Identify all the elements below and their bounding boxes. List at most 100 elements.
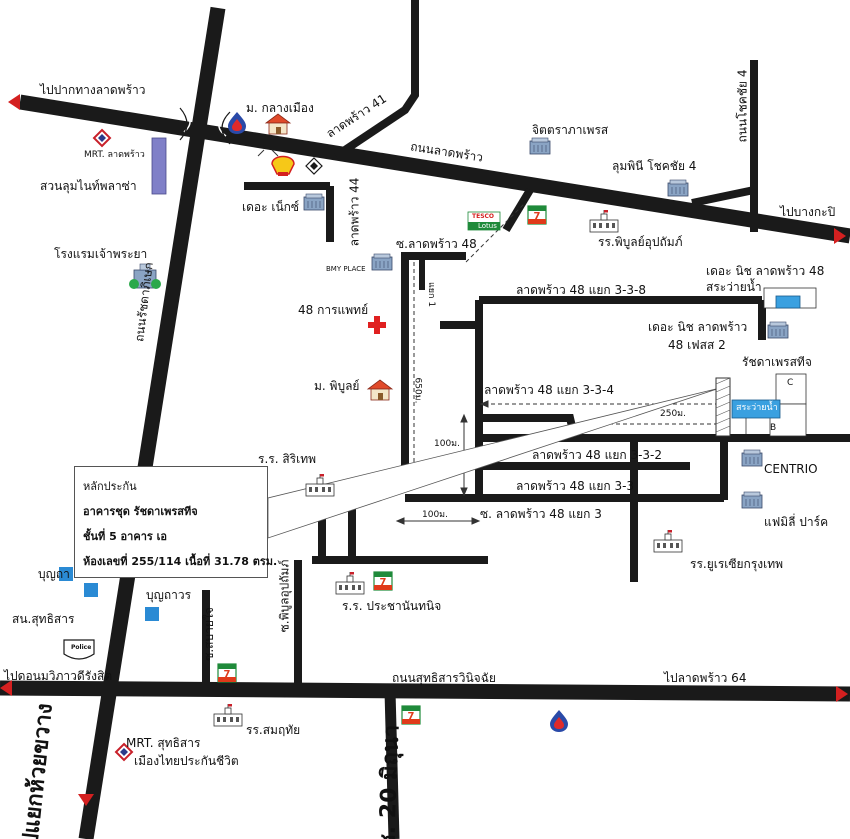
eurasia-label: รร.ยูเรเซียกรุงเทพ (690, 557, 784, 571)
building-icon (767, 321, 789, 339)
school-icon (305, 473, 335, 497)
phase2-label: 48 เฟสส 2 (668, 338, 726, 352)
callout-line-4: ห้องเลขที่ 255/114 เนื้อที่ 31.78 ตรม. (83, 555, 278, 568)
police-label: สน.สุทธิสาร (12, 612, 75, 626)
house-icon (367, 379, 393, 401)
callout-line-1: หลักประกัน (83, 480, 137, 493)
the-nex-label: เดอะ เน็กซ์ (242, 200, 300, 214)
distance-650: 650ม. (412, 377, 423, 404)
exit-arrow-top-right (834, 228, 846, 244)
tesco-lotus-icon (467, 211, 501, 231)
marker-square-icon (59, 567, 73, 581)
seven-eleven-icon (527, 205, 547, 225)
ladprao-44-label: ลาดพร้าว 44 (347, 177, 362, 247)
somruethai-label: รร.สมฤทัย (246, 723, 301, 737)
soi-phiboon-label: ซ.พิบูลอุปถัมภ์ (277, 559, 292, 633)
building-icon (667, 179, 689, 197)
boonyathavorn-cut-label: บุญถา (38, 567, 70, 581)
suthisan-road-label: ถนนสุทธิสารวินิจฉัย (392, 671, 496, 685)
hospital-cross-icon (368, 316, 386, 334)
callout-line-3: ชั้นที่ 5 อาคาร เอ (83, 530, 167, 543)
police-badge-label: Police (71, 644, 92, 651)
muang-thai-label: เมืองไทยประกันชีวิต (134, 754, 239, 768)
soi-334-label: ลาดพร้าว 48 แยก 3-3-4 (484, 383, 615, 397)
building-icon (529, 137, 551, 155)
exit-label-bottom-left: ไปดอนมวิภาวดีรังสิต (4, 669, 113, 683)
soi-sabai-jai-label: ซ.สบายใจ (201, 607, 216, 661)
chao-phraya-hotel-label: โรงแรมเจ้าพระยา (54, 247, 148, 261)
police-badge-icon (63, 639, 95, 660)
soi-ladprao-48-label: ซ.ลาดพร้าว 48 (396, 237, 477, 251)
hotel-icon (129, 263, 161, 289)
school-icon (213, 703, 243, 727)
distance-100-vertical: 100ม. (434, 439, 460, 449)
ratchada-prestige-site (715, 373, 807, 437)
chok-chai-4-label: ถนนโชคชัย 4 (735, 69, 750, 143)
centrio-label: CENTRIO (764, 462, 818, 476)
ptt-station-icon (550, 710, 568, 732)
callout-line-2: อาคารชุด รัชดาเพรสทีจ (83, 505, 198, 518)
seven-eleven-icon (217, 663, 237, 683)
soi-338-label: ลาดพร้าว 48 แยก 3-3-8 (516, 283, 647, 297)
soi-ladprao-41-road (333, 0, 419, 160)
mrt-suthisan-label: MRT. สุทธิสาร (126, 736, 201, 750)
tesco-label: TESCO (472, 213, 495, 220)
soi-33-label: ลาดพร้าว 48 แยก 3-3 (516, 479, 635, 493)
school-icon (589, 209, 619, 233)
marker-square-icon (145, 607, 159, 621)
house-icon (265, 113, 291, 135)
boonyathavorn-label: บุญถาวร (146, 588, 192, 602)
building-icon (371, 253, 393, 271)
niche48-label: เดอะ นิช ลาดพร้าว 48 (706, 264, 825, 278)
distance-100-horizontal: 100ม. (422, 510, 448, 520)
pracha-label: ร.ร. ประชานันทนิจ (342, 599, 442, 613)
bmy-place-label: BMY PLACE (326, 265, 366, 273)
union-mall-label: สวนลุมไนท์พลาซ่า (40, 179, 137, 193)
diamond-station-icon (305, 157, 323, 175)
ratchada-prestige-label: รัชดาเพรสทีจ (742, 355, 812, 369)
phiboon-school-label: รร.พิบูลย์อุปถัมภ์ (598, 235, 683, 249)
distance-250: 250ม. (660, 409, 686, 419)
soi-3-label: ซ. ลาดพร้าว 48 แยก 3 (480, 507, 602, 521)
soi-20-mithuna-label: ซ. 20 มิถุนา (375, 724, 405, 839)
school-icon (335, 571, 365, 595)
building-b-label: B (770, 423, 777, 433)
m-phiboon-label: ม. พิบูลย์ (314, 379, 360, 393)
exit-arrow-bottom-left (0, 680, 12, 696)
pool1-label: สระว่ายน้ำ (706, 280, 762, 294)
sirithep-label: ร.ร. สิริเทพ (258, 452, 317, 466)
soi-20-mithuna-road (384, 690, 400, 839)
exit-arrow-bottom-right (836, 686, 848, 702)
exit-arrow-top-left (8, 94, 20, 110)
marker-square-icon (84, 583, 98, 597)
chitrapa-label: จิตตราภาเพรส (532, 123, 609, 137)
soi-332-label: ลาดพร้าว 48 แยก 3-3-2 (532, 448, 663, 462)
mrt-station-bar (151, 137, 167, 195)
niche-ladprao-label: เดอะ นิช ลาดพร้าว (648, 320, 748, 334)
seven-eleven-icon (401, 705, 421, 725)
ladprao-road (18, 94, 850, 244)
hospital-label: 48 การแพทย์ (298, 303, 369, 317)
building-icon (303, 193, 325, 211)
school-icon (653, 529, 683, 553)
exit-arrow-bottom (78, 794, 94, 806)
lumpini-label: ลุมพินี โชคชัย 4 (612, 159, 697, 173)
yaek-1-label: แยก 1 (426, 281, 437, 308)
building-icon (741, 449, 763, 467)
mrt-logo-icon (93, 129, 111, 147)
exit-label-bottom-right: ไปลาดพร้าว 64 (664, 671, 747, 685)
building-icon (741, 491, 763, 509)
ratchadaphisek-road (78, 6, 226, 839)
exit-label-top-right: ไปบางกะปิ (780, 205, 836, 219)
niche48-pool (775, 295, 801, 309)
suthisan-road (0, 680, 850, 702)
pool2-label: สระว่ายน้ำ (736, 403, 778, 413)
collateral-callout: หลักประกัน อาคารชุด รัชดาเพรสทีจ ชั้นที่… (74, 466, 278, 578)
building-c-label: C (787, 378, 794, 388)
family-park-label: แฟมิลี่ ปาร์ค (764, 515, 829, 529)
lotus-label: Lotus (478, 222, 497, 230)
ptt-station-icon (228, 112, 246, 134)
shell-station-icon (271, 155, 295, 176)
